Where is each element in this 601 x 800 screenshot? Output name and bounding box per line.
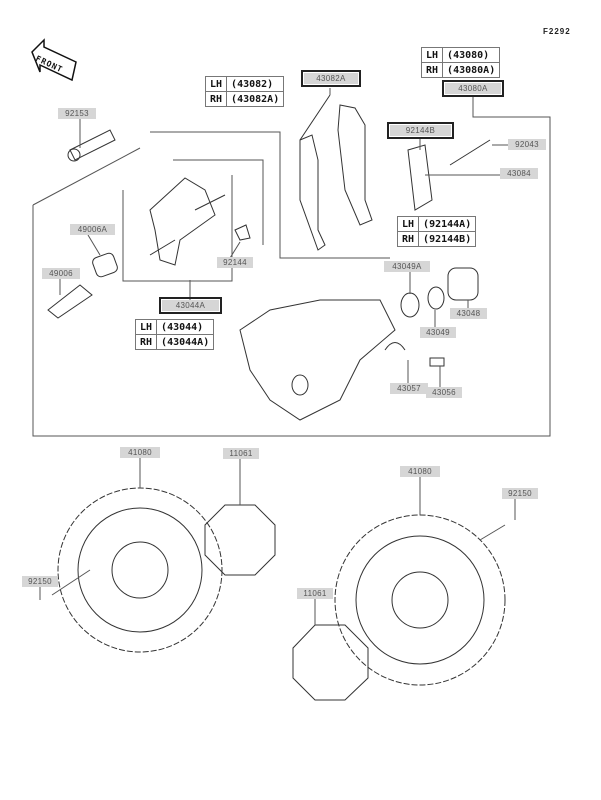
side-cell: RH [134, 334, 158, 350]
part-label-43057[interactable]: 43057 [390, 383, 428, 394]
part-cell: (92144B) [418, 231, 477, 247]
side-cell: LH [420, 47, 444, 63]
part-cell: (43044A) [156, 334, 215, 350]
part-label-11061-left[interactable]: 11061 [223, 448, 259, 459]
part-label-43082A[interactable]: 43082A [301, 70, 361, 87]
part-cell: (92144A) [418, 216, 477, 232]
brake-pads [299, 94, 373, 251]
pad-side-table: LH(43082) RH(43082A) [204, 76, 285, 107]
part-label-92043[interactable]: 92043 [508, 139, 546, 150]
side-cell: RH [420, 62, 444, 78]
part-cell: (43044) [156, 319, 215, 335]
part-cell: (43080) [442, 47, 501, 63]
part-label-49006[interactable]: 49006 [42, 268, 80, 279]
brake-disc-right [334, 514, 506, 686]
caliper-bracket [149, 177, 226, 266]
side-cell: LH [396, 216, 420, 232]
side-cell: LH [134, 319, 158, 335]
part-label-43044A[interactable]: 43044A [159, 297, 222, 314]
part-cell: (43082) [226, 76, 285, 92]
part-label-49006A[interactable]: 49006A [70, 224, 115, 235]
part-label-43056[interactable]: 43056 [426, 387, 462, 398]
group-frames [32, 88, 551, 437]
part-label-43048[interactable]: 43048 [450, 308, 487, 319]
side-cell: RH [204, 91, 228, 107]
part-label-92144[interactable]: 92144 [217, 257, 253, 268]
holder-side-table: LH(43044) RH(43044A) [134, 319, 215, 350]
part-label-43084[interactable]: 43084 [500, 168, 538, 179]
part-label-92150-left[interactable]: 92150 [22, 576, 58, 587]
side-cell: LH [204, 76, 228, 92]
part-label-41080-right[interactable]: 41080 [400, 466, 440, 477]
brake-disc-left [57, 487, 223, 653]
bolts-pins [47, 129, 491, 319]
part-label-92153[interactable]: 92153 [58, 108, 96, 119]
part-label-43080A[interactable]: 43080A [442, 80, 504, 97]
part-label-41080-left[interactable]: 41080 [120, 447, 160, 458]
part-cell: (43080A) [442, 62, 501, 78]
front-arrow-icon [31, 38, 77, 82]
leader-lines [39, 119, 516, 625]
part-label-11061-right[interactable]: 11061 [297, 588, 333, 599]
part-label-43049A[interactable]: 43049A [384, 261, 430, 272]
side-cell: RH [396, 231, 420, 247]
part-label-43049[interactable]: 43049 [420, 327, 456, 338]
part-label-92150-right[interactable]: 92150 [502, 488, 538, 499]
part-label-92144B[interactable]: 92144B [387, 122, 454, 139]
gaskets [204, 504, 369, 701]
spring-side-table: LH(92144A) RH(92144B) [396, 216, 477, 247]
caliper-side-table: LH(43080) RH(43080A) [420, 47, 501, 78]
part-cell: (43082A) [226, 91, 285, 107]
diagram-code: F2292 [543, 27, 571, 36]
